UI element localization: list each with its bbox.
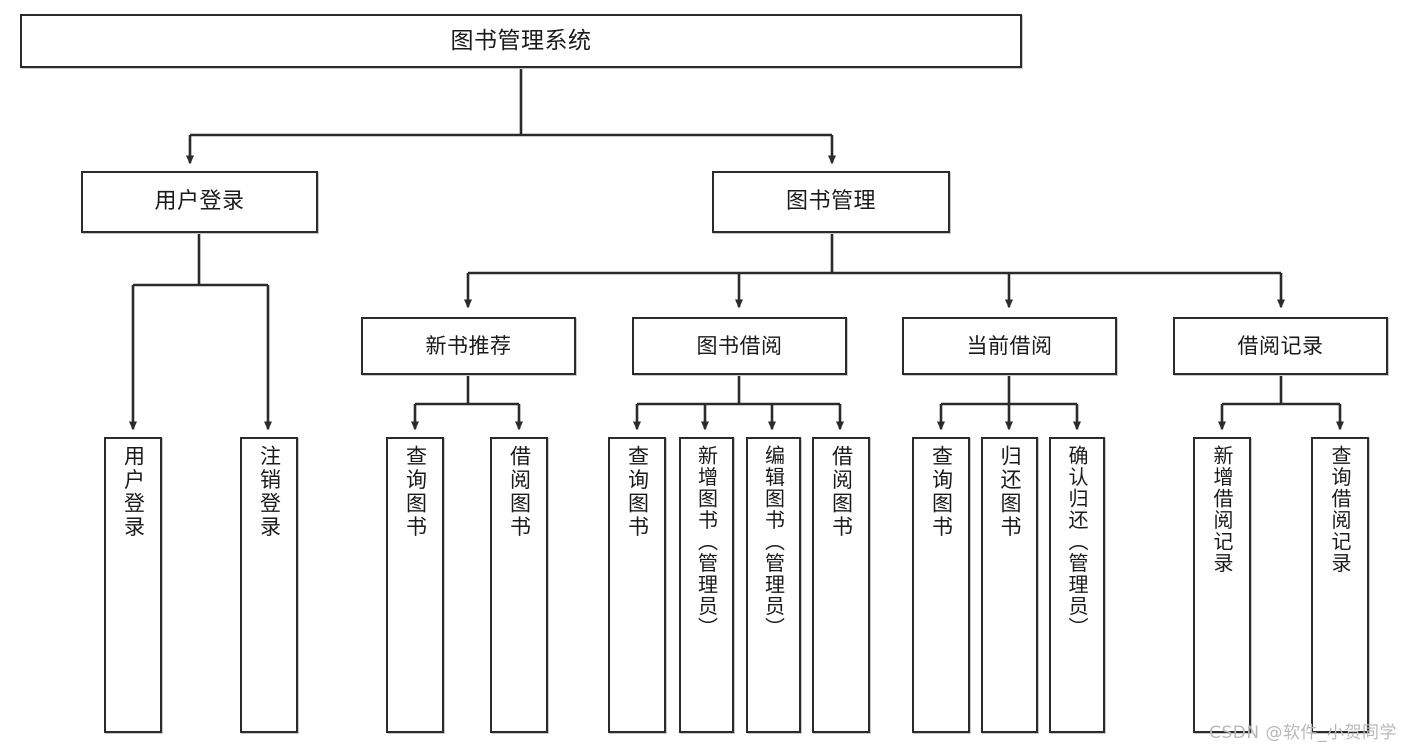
node-leaf-logout-label: 注销登录 xyxy=(257,445,282,539)
node-new-book-recommend[interactable]: 新书推荐 xyxy=(361,317,576,375)
node-leaf-confirm-return[interactable]: 确认归还（管理员） xyxy=(1049,437,1105,733)
node-book-manage[interactable]: 图书管理 xyxy=(712,171,950,233)
node-book-borrow-label: 图书借阅 xyxy=(696,333,783,358)
node-leaf-user-login-label: 用户登录 xyxy=(121,445,146,539)
node-user-login[interactable]: 用户登录 xyxy=(81,171,318,233)
node-user-login-label: 用户登录 xyxy=(154,189,245,215)
node-current-borrow[interactable]: 当前借阅 xyxy=(902,317,1117,375)
node-leaf-borrow-book-1[interactable]: 借阅图书 xyxy=(490,437,548,733)
node-leaf-query-book-1[interactable]: 查询图书 xyxy=(386,437,444,733)
node-leaf-query-book-2-label: 查询图书 xyxy=(625,445,650,539)
node-leaf-edit-book[interactable]: 编辑图书（管理员） xyxy=(746,437,801,733)
watermark-text: CSDN @软件_小贺同学 xyxy=(1209,723,1397,743)
node-root-label: 图书管理系统 xyxy=(450,27,592,54)
node-borrow-record-label: 借阅记录 xyxy=(1237,333,1324,358)
node-leaf-query-book-2[interactable]: 查询图书 xyxy=(608,437,666,733)
node-leaf-borrow-book-2-label: 借阅图书 xyxy=(829,445,854,539)
node-leaf-query-book-3[interactable]: 查询图书 xyxy=(912,437,970,733)
node-leaf-edit-book-label: 编辑图书（管理员） xyxy=(761,445,786,639)
node-leaf-add-book[interactable]: 新增图书（管理员） xyxy=(679,437,734,733)
node-new-book-recommend-label: 新书推荐 xyxy=(425,333,512,358)
node-leaf-query-book-3-label: 查询图书 xyxy=(929,445,954,539)
node-leaf-query-record[interactable]: 查询借阅记录 xyxy=(1311,437,1369,733)
node-root[interactable]: 图书管理系统 xyxy=(20,14,1022,68)
node-leaf-borrow-book-2[interactable]: 借阅图书 xyxy=(812,437,870,733)
node-current-borrow-label: 当前借阅 xyxy=(966,333,1053,358)
node-leaf-user-login[interactable]: 用户登录 xyxy=(104,437,162,733)
node-leaf-query-record-label: 查询借阅记录 xyxy=(1328,445,1352,574)
node-leaf-return-book-label: 归还图书 xyxy=(998,445,1022,539)
node-leaf-confirm-return-label: 确认归还（管理员） xyxy=(1065,445,1089,639)
node-borrow-record[interactable]: 借阅记录 xyxy=(1173,317,1388,375)
node-leaf-return-book[interactable]: 归还图书 xyxy=(981,437,1038,733)
node-leaf-logout[interactable]: 注销登录 xyxy=(240,437,298,733)
node-book-borrow[interactable]: 图书借阅 xyxy=(632,317,847,375)
node-leaf-add-record[interactable]: 新增借阅记录 xyxy=(1193,437,1251,733)
node-leaf-borrow-book-1-label: 借阅图书 xyxy=(507,445,532,539)
node-book-manage-label: 图书管理 xyxy=(785,189,876,215)
node-leaf-add-book-label: 新增图书（管理员） xyxy=(694,445,719,639)
node-leaf-add-record-label: 新增借阅记录 xyxy=(1210,445,1234,574)
node-leaf-query-book-1-label: 查询图书 xyxy=(403,445,428,539)
